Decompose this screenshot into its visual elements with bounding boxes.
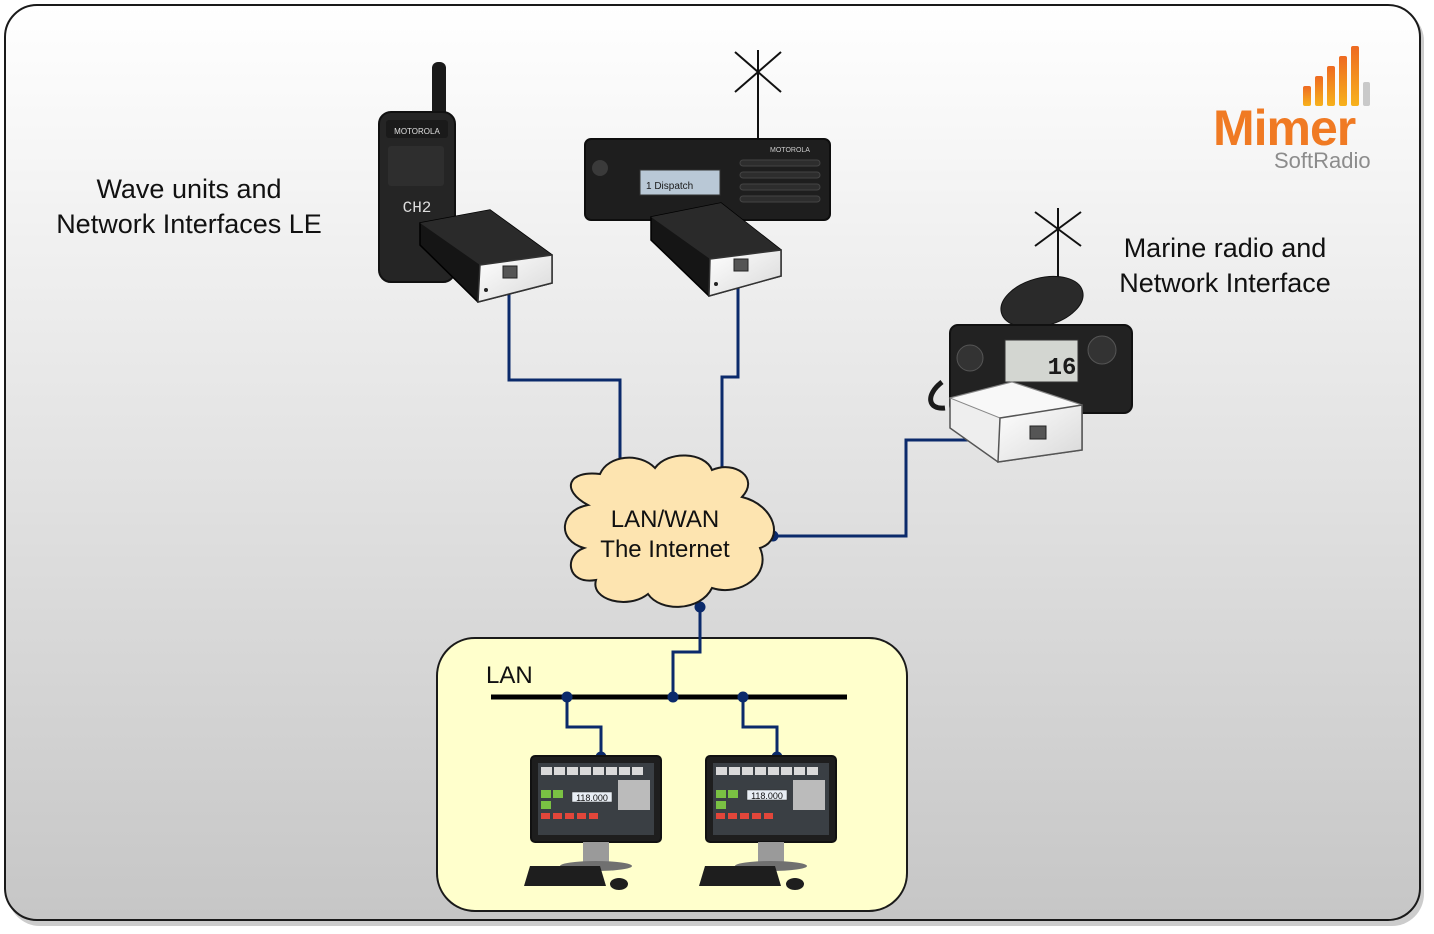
connection-lines xyxy=(507,278,1037,757)
svg-text:16: 16 xyxy=(1048,355,1077,382)
logo-signal-icon xyxy=(1303,46,1370,106)
link-pc-left xyxy=(565,697,603,757)
computer-right-icon: 118.000 xyxy=(699,755,837,890)
link-pc-right xyxy=(741,697,779,757)
network-interface-le-1 xyxy=(419,209,553,303)
logo-name: Mimer xyxy=(1213,100,1356,156)
cloud-shape xyxy=(564,454,775,608)
handheld-radio-icon: MOTOROLA CH2 xyxy=(378,62,456,283)
link-mobile xyxy=(720,278,740,475)
background-panel xyxy=(4,4,1421,921)
cloud-label: LAN/WAN The Internet xyxy=(600,506,730,563)
network-interface-le-2 xyxy=(650,202,782,297)
logo-subtitle: SoftRadio xyxy=(1274,148,1371,173)
marine-network-interface xyxy=(948,381,1083,463)
marine-radio-icon: 16 xyxy=(928,208,1133,414)
svg-text:MOTOROLA: MOTOROLA xyxy=(770,147,810,154)
svg-text:MOTOROLA: MOTOROLA xyxy=(394,127,440,136)
svg-text:118.000: 118.000 xyxy=(576,793,608,803)
svg-text:118.000: 118.000 xyxy=(751,791,783,801)
computer-left-icon: 118.000 xyxy=(524,755,662,890)
marine-radio-label: Marine radio and Network Interface xyxy=(1119,233,1331,298)
mobile-radio-icon: 1 Dispatch MOTOROLA xyxy=(584,50,831,221)
link-cloud-lan xyxy=(671,607,702,697)
lan-label: LAN xyxy=(486,662,533,689)
svg-text:CH2: CH2 xyxy=(403,199,432,217)
svg-text:1 Dispatch: 1 Dispatch xyxy=(646,181,693,192)
wave-units-label: Wave units and Network Interfaces LE xyxy=(56,174,322,239)
link-handheld xyxy=(507,282,622,479)
